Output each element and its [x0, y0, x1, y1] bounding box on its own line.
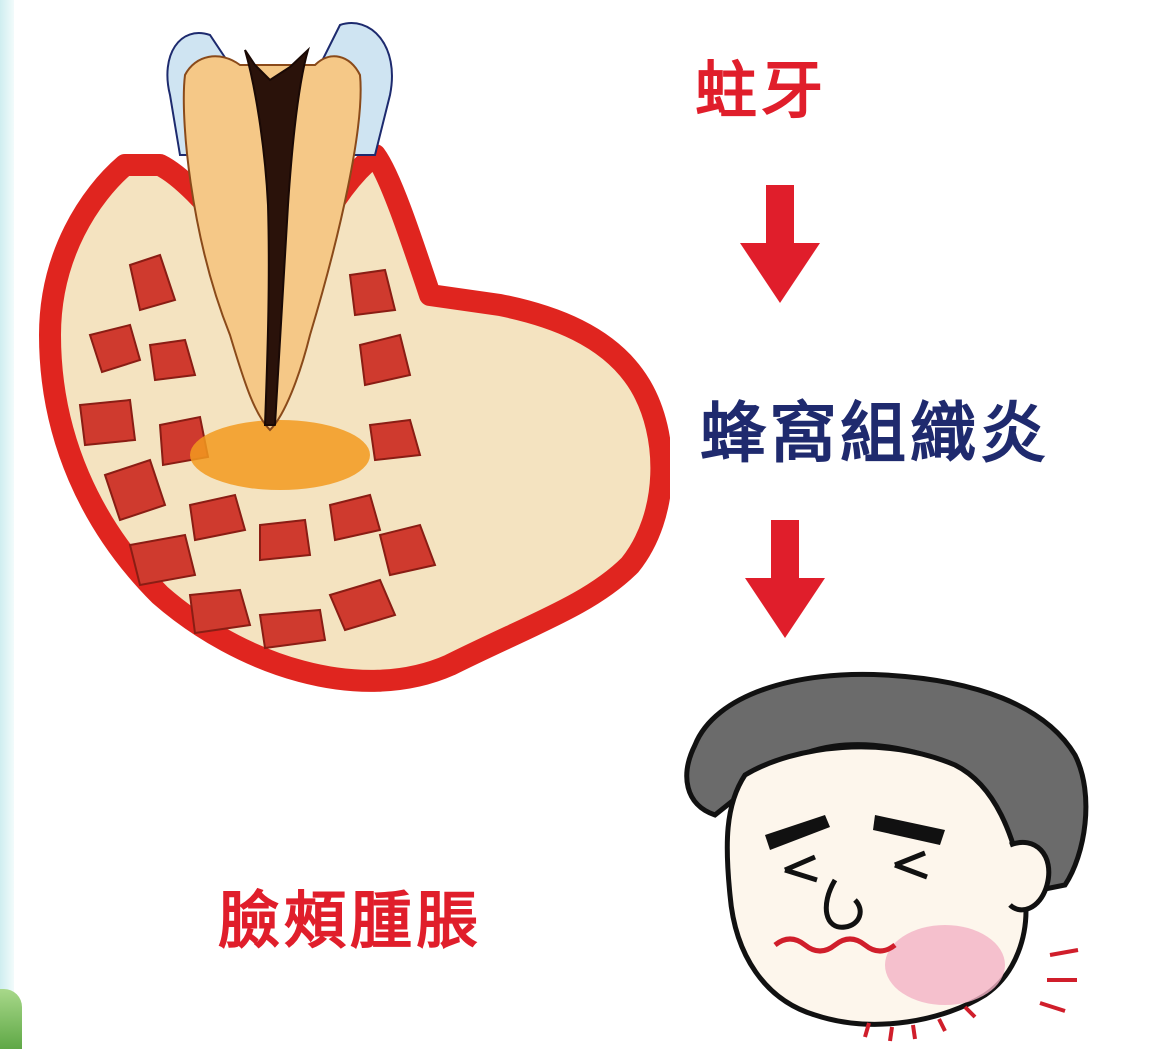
grass-decoration	[0, 989, 22, 1049]
face-in-pain-illustration	[655, 665, 1115, 1045]
arrow-down-icon	[740, 185, 820, 305]
left-edge-decoration	[0, 0, 14, 1049]
arrow-down-icon	[745, 520, 825, 640]
cheek-swelling-label: 臉頰腫脹	[218, 870, 482, 960]
tooth-cross-section-illustration	[30, 5, 670, 705]
caries-label: 蛀牙	[695, 40, 827, 130]
cellulitis-label: 蜂窩組織炎	[700, 380, 1050, 476]
